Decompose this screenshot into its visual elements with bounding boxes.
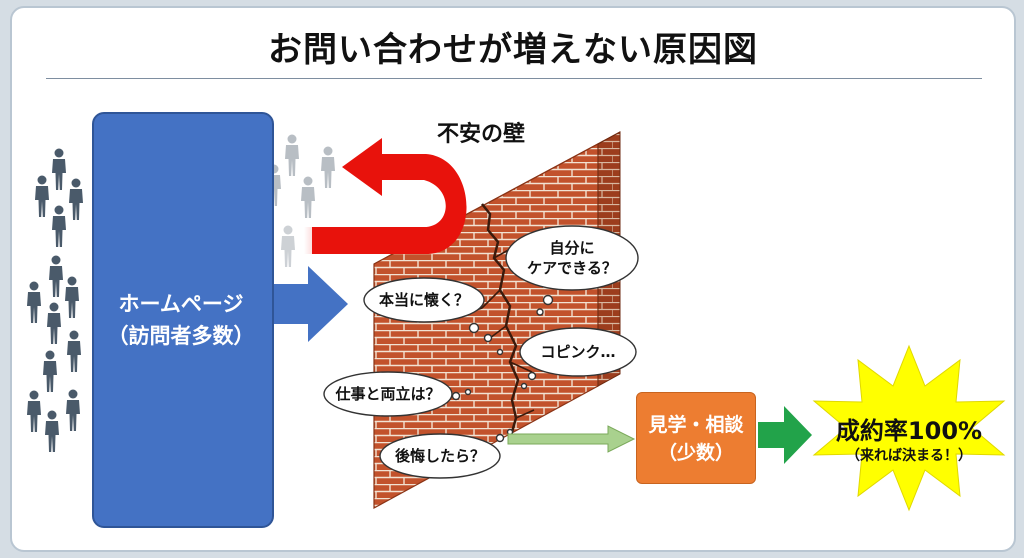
thought-copink: コピンク… [540, 343, 616, 361]
red-turnback-arrow [312, 138, 467, 254]
diagram-frame: お問い合わせが増えない原因図 [10, 6, 1016, 552]
homepage-subtitle: （訪問者多数） [107, 324, 255, 348]
blue-arrow [262, 266, 348, 342]
diagram-scene [27, 131, 1006, 512]
thought-care: 自分に ケアできる？ [512, 238, 632, 278]
homepage-title: ホームページ [118, 292, 244, 316]
conversion-note: （来れば決まる！） [846, 448, 972, 464]
homepage-label: ホームページ （訪問者多数） [92, 288, 270, 352]
thought-clouds [323, 225, 639, 479]
conversion-rate: 成約率100% [835, 417, 983, 445]
visit-consult-box: 見学・相談 （少数） [636, 392, 756, 484]
thought-work-balance: 仕事と両立は？ [335, 385, 441, 403]
visit-consult-count: （少数） [657, 442, 734, 464]
thought-care-line1: 自分に [549, 239, 595, 257]
conversion-result: 成約率100% （来れば決まる！） [812, 416, 1006, 466]
thought-regret: 後悔したら？ [394, 447, 485, 465]
visitor-crowd [27, 148, 83, 452]
thought-care-line2: ケアできる？ [527, 259, 617, 277]
visit-consult-title: 見学・相談 [648, 414, 744, 436]
page-title: お問い合わせが増えない原因図 [268, 30, 758, 70]
light-green-arrow [507, 425, 636, 453]
title-divider [46, 78, 982, 79]
thought-attach: 本当に懐く？ [378, 291, 469, 309]
homepage-box [92, 112, 274, 528]
success-burst [812, 344, 1006, 512]
green-arrow [758, 406, 812, 464]
wall-crack [481, 203, 520, 433]
wall-label: 不安の壁 [437, 122, 526, 147]
